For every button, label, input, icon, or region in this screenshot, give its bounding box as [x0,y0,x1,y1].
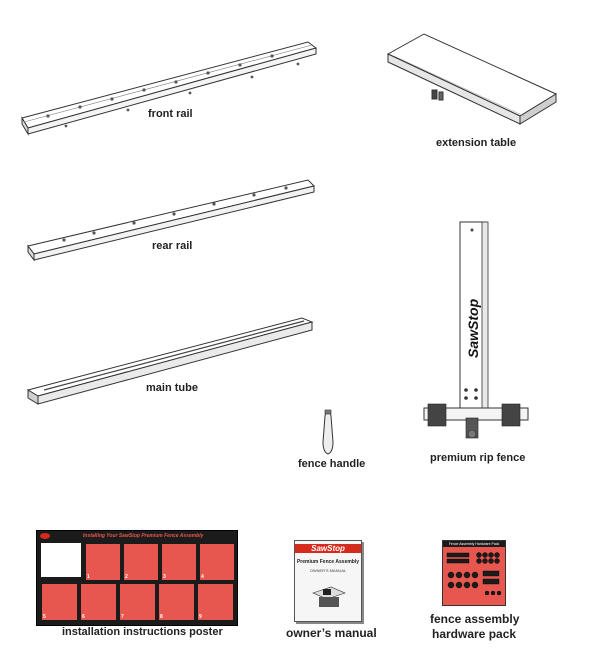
hardware-pack-label-line2: hardware pack [432,627,517,641]
poster-step-number: 5 [43,614,46,620]
poster-step-number: 2 [125,574,128,580]
manual-subtitle: OWNER'S MANUAL [309,568,347,573]
main-tube-illustration [24,316,316,408]
hardware-pack-contents [446,552,502,596]
poster-step-number: 1 [87,574,90,580]
instructions-poster: Installing Your SawStop Premium Fence As… [36,530,238,626]
poster-step-number: 8 [160,614,163,620]
front-rail-illustration [18,36,318,136]
extension-table-illustration [384,28,564,128]
poster-step-number: 7 [121,614,124,620]
hardware-pack-title: Fence Assembly Hardware Pack [443,541,505,547]
poster-step-panel: 7 [119,583,156,621]
front-rail-label: front rail [148,108,193,120]
hardware-pack-label-line1: fence assembly [430,612,520,626]
poster-step-number: 3 [163,574,166,580]
owners-manual-label: owner’s manual [286,626,377,640]
premium-rip-fence-illustration: SawStop [420,218,532,444]
fence-handle-illustration [318,409,338,456]
poster-title: Installing Your SawStop Premium Fence As… [83,533,204,539]
poster-step-panel: 1 [85,543,121,581]
poster-step-panel: 8 [158,583,195,621]
poster-step-number: 6 [82,614,85,620]
poster-step-panel: 3 [161,543,197,581]
extension-table-label: extension table [436,137,517,149]
poster-step-panel: 2 [123,543,159,581]
fence-handle-label: fence handle [298,458,366,470]
premium-rip-fence-label: premium rip fence [430,452,526,464]
poster-step-panel: 6 [80,583,117,621]
hardware-pack: Fence Assembly Hardware Pack [442,540,506,606]
poster-label: installation instructions poster [62,626,223,638]
manual-saw-image [312,586,346,607]
fence-brand-logo: SawStop [465,298,481,358]
poster-step-number: 4 [201,574,204,580]
main-tube-label: main tube [146,382,198,394]
poster-step-number: 9 [199,614,202,620]
poster-step-panel: 5 [41,583,78,621]
manual-title: Premium Fence Assembly [296,559,360,565]
rear-rail-illustration [24,178,316,268]
poster-step-panel: 9 [197,583,234,621]
rear-rail-label: rear rail [152,240,193,252]
owners-manual-cover: SawStop Premium Fence Assembly OWNER'S M… [294,540,362,622]
poster-step-panel: 4 [199,543,235,581]
manual-brand: SawStop [295,544,361,553]
poster-logo [40,533,50,539]
